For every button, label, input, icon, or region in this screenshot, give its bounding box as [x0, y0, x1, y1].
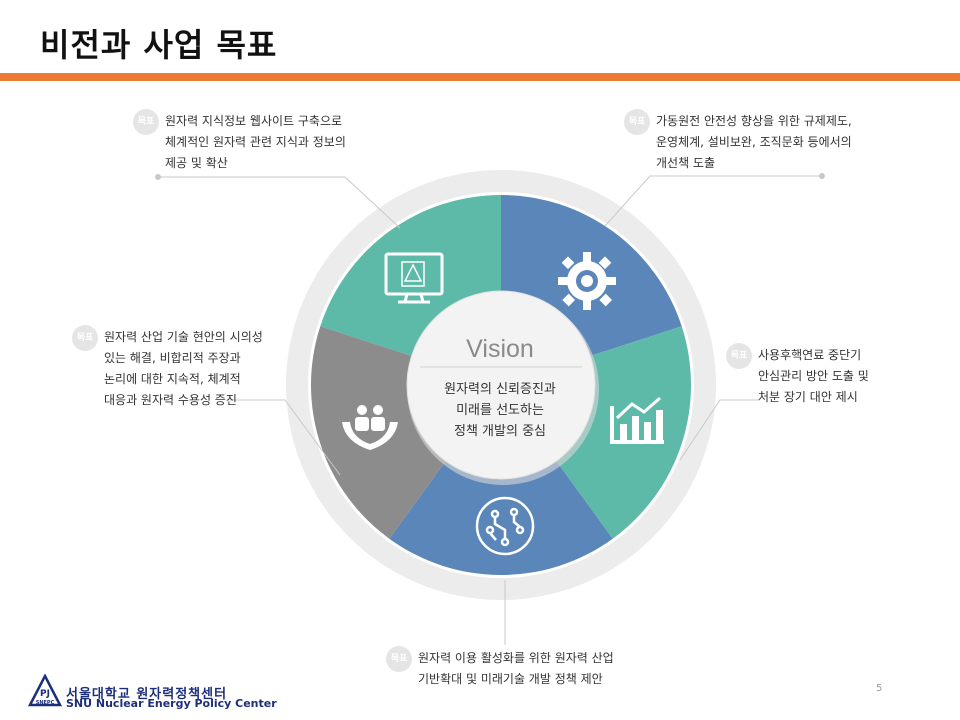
goal-text-line: 원자력 산업 기술 현안의 시의성: [104, 330, 263, 344]
footer-english-name: SNU Nuclear Energy Policy Center: [66, 697, 277, 710]
goal-item-2: 목표 가동원전 안전성 향상을 위한 규제제도, 운영체계, 설비보완, 조직문…: [624, 109, 852, 174]
connector-line-2: [604, 175, 822, 227]
goal-text-line: 개선책 도출: [656, 156, 716, 170]
goal-item-3: 목표 원자력 산업 기술 현안의 시의성 있는 해결, 비합리적 주장과 논리에…: [72, 325, 263, 411]
gear-icon: [558, 252, 616, 310]
goal-text-line: 사용후핵연료 중단기: [758, 348, 862, 362]
circuit-icon: [475, 496, 535, 556]
connector-line-1: [158, 176, 401, 229]
goal-text-line: 원자력 지식정보 웹사이트 구축으로: [165, 114, 343, 128]
goal-badge: 목표: [133, 109, 159, 135]
slide-title: 비전과 사업 목표: [40, 26, 278, 64]
goal-text-line: 안심관리 방안 도출 및: [758, 369, 869, 383]
vision-line-2: 미래를 선도하는: [456, 403, 544, 418]
page-number: 5: [876, 683, 883, 694]
connector-line-4: [679, 399, 760, 461]
goal-text-line: 원자력 이용 활성화를 위한 원자력 산업: [418, 651, 614, 665]
goal-text-line: 기반확대 및 미래기술 개발 정책 제안: [418, 672, 603, 686]
goal-text-line: 논리에 대한 지속적, 체계적: [104, 372, 241, 386]
connector-line-3: [230, 399, 341, 476]
svg-text:PJ: PJ: [40, 689, 50, 699]
title-underline: [0, 73, 960, 81]
goal-badge: 목표: [624, 109, 650, 135]
goal-item-1: 목표 원자력 지식정보 웹사이트 구축으로 체계적인 원자력 관련 지식과 정보…: [133, 109, 346, 174]
goal-text-line: 운영체계, 설비보완, 조직문화 등에서의: [656, 135, 852, 149]
goal-item-4: 목표 사용후핵연료 중단기 안심관리 방안 도출 및 처분 장기 대안 제시: [726, 343, 869, 408]
goal-text-line: 가동원전 안전성 향상을 위한 규제제도,: [656, 114, 852, 128]
goal-badge: 목표: [72, 325, 98, 351]
growth-chart-icon: [610, 396, 664, 444]
center-circle: [406, 290, 596, 480]
goal-badge: 목표: [386, 646, 412, 672]
caring-hands-icon: [342, 405, 398, 450]
goal-badge: 목표: [726, 343, 752, 369]
vision-line-3: 정책 개발의 중심: [454, 424, 546, 439]
goal-text-line: 있는 해결, 비합리적 주장과: [104, 351, 241, 365]
connector-dot-2: [819, 173, 825, 179]
snepc-logo-icon: PJ SNEPC: [28, 674, 62, 707]
vision-heading: Vision: [466, 335, 534, 363]
vision-line-1: 원자력의 신뢰증진과: [444, 382, 556, 397]
goal-text-line: 대응과 원자력 수용성 증진: [104, 393, 237, 407]
logo-text: SNEPC: [36, 700, 55, 706]
footer-korean-name: 서울대학교 원자력정책센터: [66, 687, 228, 702]
connector-dot-1: [155, 174, 161, 180]
goal-text-line: 제공 및 확산: [165, 156, 228, 170]
goal-item-5: 목표 원자력 이용 활성화를 위한 원자력 산업 기반확대 및 미래기술 개발 …: [386, 646, 614, 690]
goal-text-line: 체계적인 원자력 관련 지식과 정보의: [165, 135, 346, 149]
goal-text-line: 처분 장기 대안 제시: [758, 390, 858, 404]
monitor-logo-icon: [384, 252, 444, 304]
